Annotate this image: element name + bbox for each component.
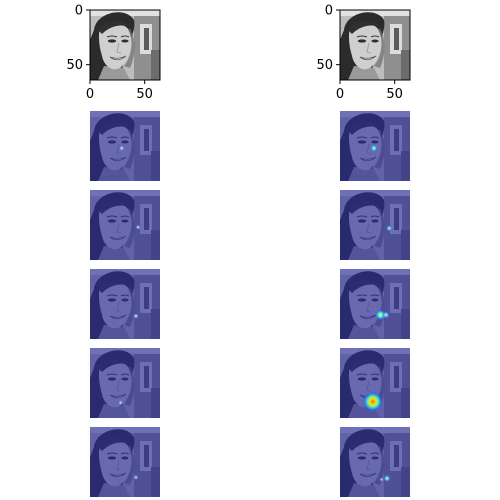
face-image: [340, 190, 410, 260]
attention-heatmap-panel-r6-c1: [90, 427, 160, 497]
face-image: [340, 10, 410, 80]
face-image: [340, 269, 410, 339]
x-tick-label: 0: [336, 87, 344, 102]
heatmap-hotspot: [119, 145, 125, 151]
heatmap-hotspot: [375, 309, 386, 321]
attention-heatmap-panel-r4-c1: [90, 269, 160, 339]
heatmap-hotspot: [133, 313, 139, 319]
attention-heatmap-panel-r4-c2: [340, 269, 410, 339]
heatmap-overlay: [340, 427, 410, 497]
heatmap-hotspot: [135, 225, 141, 230]
face-image: [340, 427, 410, 497]
x-tick-label: 50: [386, 87, 403, 102]
attention-heatmap-panel-r3-c1: [90, 190, 160, 260]
y-tick-label: 0: [75, 4, 83, 19]
face-image: [340, 111, 410, 181]
heatmap-hotspot: [382, 311, 390, 319]
heatmap-overlay: [90, 269, 160, 339]
attention-heatmap-panel-r3-c2: [340, 190, 410, 260]
face-image: [90, 190, 160, 260]
heatmap-hotspot: [379, 477, 384, 482]
face-image: [340, 348, 410, 418]
heatmap-hotspot: [363, 391, 383, 412]
heatmap-overlay: [90, 348, 160, 418]
x-tick-label: 0: [86, 87, 94, 102]
attention-heatmap-panel-r6-c2: [340, 427, 410, 497]
heatmap-hotspot: [118, 400, 123, 405]
heatmap-hotspot: [370, 144, 378, 152]
attention-heatmap-panel-r2-c1: [90, 111, 160, 181]
heatmap-hotspot: [133, 475, 139, 480]
heatmap-overlay: [90, 427, 160, 497]
heatmap-overlay: [340, 190, 410, 260]
x-tick-label: 50: [136, 87, 153, 102]
axes-frame: [89, 9, 161, 81]
heatmap-overlay: [90, 111, 160, 181]
y-tick-label: 50: [66, 58, 83, 73]
attention-heatmap-panel-r2-c2: [340, 111, 410, 181]
face-image: [90, 111, 160, 181]
heatmap-overlay: [90, 190, 160, 260]
face-image: [90, 10, 160, 80]
heatmap-hotspot: [383, 474, 391, 483]
face-image: [90, 427, 160, 497]
attention-heatmap-panel-r5-c1: [90, 348, 160, 418]
y-tick-label: 50: [316, 58, 333, 73]
attention-heatmap-panel-r5-c2: [340, 348, 410, 418]
axes-frame: [339, 9, 411, 81]
heatmap-hotspot: [386, 225, 393, 232]
face-image: [90, 348, 160, 418]
face-image: [90, 269, 160, 339]
heatmap-overlay: [340, 269, 410, 339]
y-tick-label: 0: [325, 4, 333, 19]
